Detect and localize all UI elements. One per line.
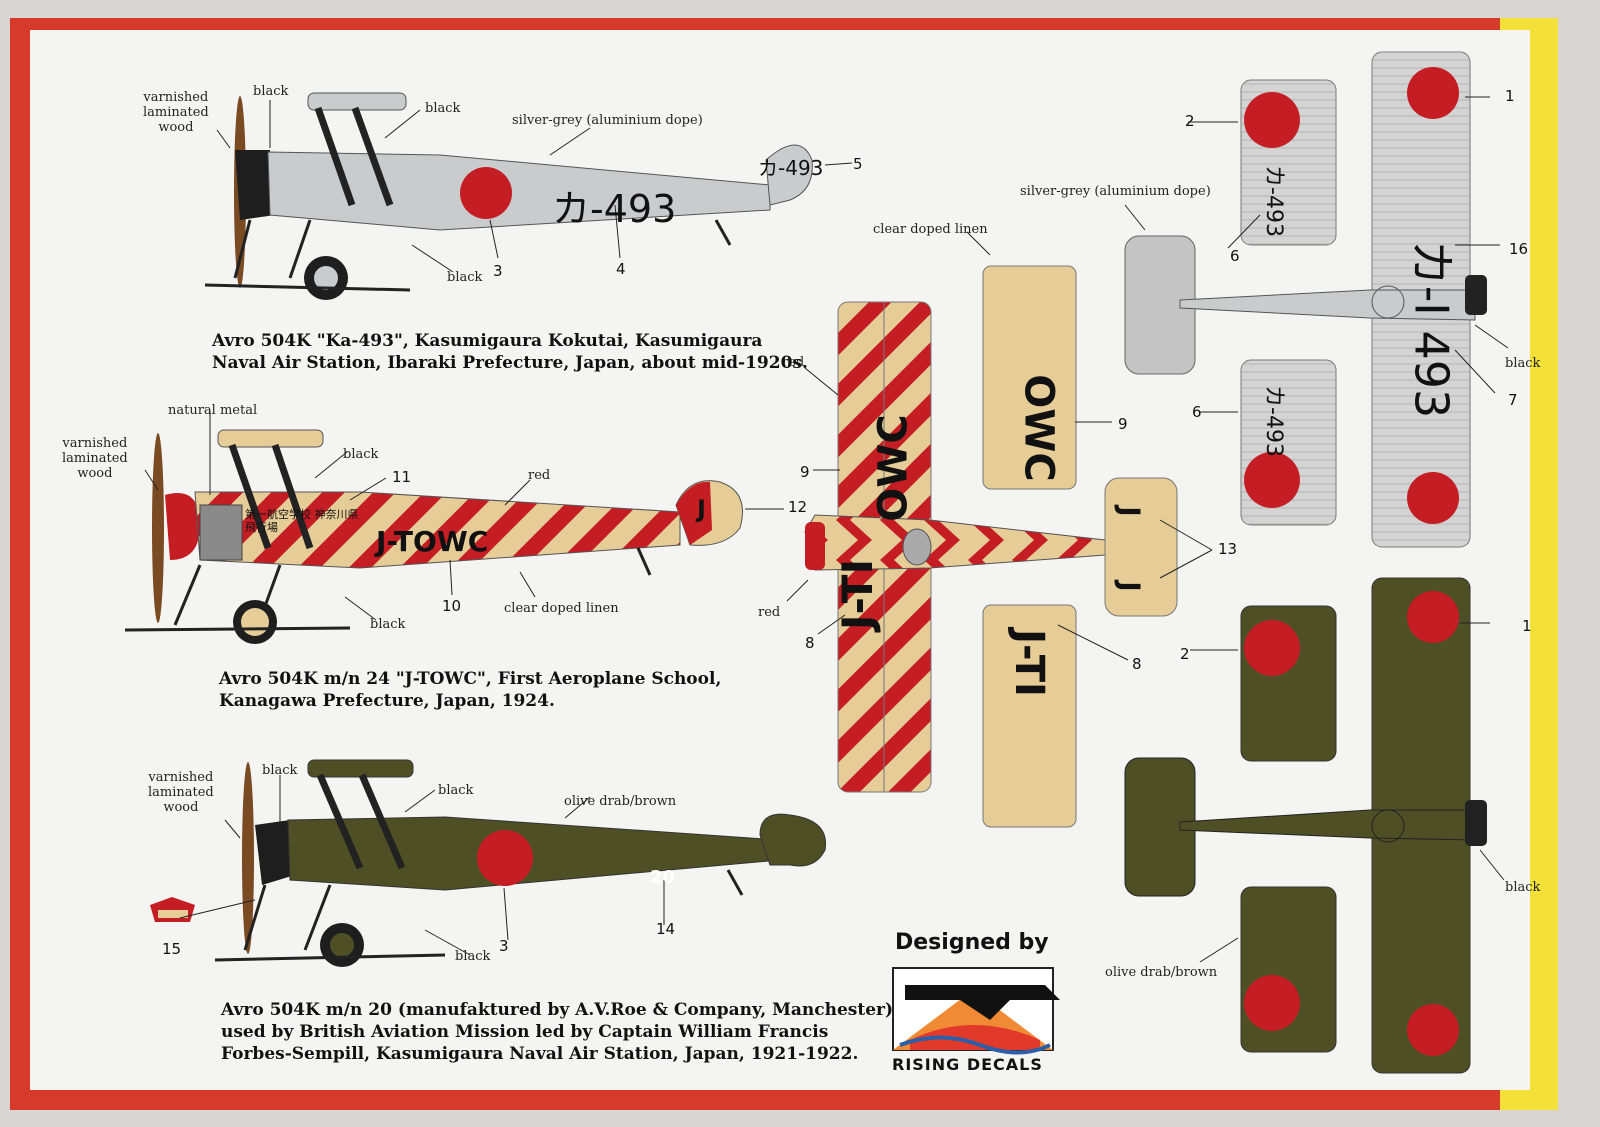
callout-6a: 6 — [1230, 247, 1240, 265]
label-black-3a: black — [262, 763, 298, 778]
callout-1a: 1 — [1505, 87, 1515, 105]
caption-aircraft2-line1: Avro 504K m/n 24 "J-TOWC", First Aeropla… — [219, 669, 722, 689]
label-black-2a: black — [343, 447, 379, 462]
aircraft2-wing-code-b-right: OWC — [1015, 374, 1062, 482]
label-black-1b: black — [425, 101, 461, 116]
label-black-3c: black — [455, 949, 491, 964]
aircraft2-tail-code-bottom: J — [1113, 581, 1147, 592]
callout-9b: 9 — [800, 463, 810, 481]
label-red-2b: red — [782, 355, 805, 370]
label-black-2b: black — [370, 617, 406, 632]
caption-aircraft1-line2: Naval Air Station, Ibaraki Prefecture, J… — [212, 353, 808, 373]
label-silver-1: silver-grey (aluminium dope) — [512, 113, 703, 128]
callout-12: 12 — [788, 498, 808, 516]
label-black-3d: black — [1505, 880, 1541, 895]
label-olive-3a: olive drab/brown — [564, 794, 677, 809]
aircraft2-school-text: 第一航空学校 神奈川県 飛行場 — [245, 508, 359, 534]
aircraft1-fuselage-code: カ-493 — [552, 187, 677, 231]
label-linen-2a: clear doped linen — [504, 601, 619, 616]
callout-3b: 3 — [499, 937, 509, 955]
rising-decals-text: RISING DECALS — [892, 1055, 1043, 1074]
callout-6b: 6 — [1192, 403, 1202, 421]
aircraft1-wing-code-big: カ-I 493 — [1404, 239, 1459, 419]
callout-13: 13 — [1218, 540, 1238, 558]
aircraft1-wing-code-bottom: カ-493 — [1260, 385, 1286, 457]
callout-14: 14 — [656, 920, 676, 938]
aircraft1-wing-code-top: カ-493 — [1260, 165, 1286, 237]
aircraft2-fuselage-code: J-TOWC — [376, 525, 489, 558]
callout-7: 7 — [1508, 391, 1518, 409]
aircraft2-wing-views — [804, 265, 1178, 828]
aircraft2-wing-code-b-top: OWC — [870, 414, 917, 522]
aircraft3-wing-views — [1124, 577, 1487, 1074]
label-wood-2: varnished laminated wood — [62, 436, 128, 481]
aircraft2-wing-code-a: J-TI — [833, 558, 883, 631]
aircraft2-tail-code-top: J — [1113, 506, 1147, 517]
label-wood-1: varnished laminated wood — [143, 90, 209, 135]
label-black-1d: black — [1505, 356, 1541, 371]
callout-10: 10 — [442, 597, 462, 615]
label-red-2a: red — [528, 468, 551, 483]
caption-aircraft2-line2: Kanagawa Prefecture, Japan, 1924. — [219, 691, 555, 711]
callout-2b: 2 — [1180, 645, 1190, 663]
aircraft2-side-view — [124, 429, 743, 644]
designed-by-text: Designed by — [895, 930, 1049, 955]
label-silver-2: silver-grey (aluminium dope) — [1020, 184, 1211, 199]
label-black-1a: black — [253, 84, 289, 99]
callout-8a: 8 — [805, 634, 815, 652]
callout-4: 4 — [616, 260, 626, 278]
aircraft1-rudder-code: カ-493 — [758, 156, 824, 180]
caption-aircraft3-line2: used by British Aviation Mission led by … — [221, 1022, 829, 1042]
aircraft1-wing-views — [1124, 51, 1487, 548]
label-wood-3: varnished laminated wood — [148, 770, 214, 815]
callout-1b: 1 — [1522, 617, 1532, 635]
callout-16: 16 — [1509, 240, 1529, 258]
aircraft3-fuselage-number: 20 — [650, 867, 676, 888]
callout-5: 5 — [853, 155, 863, 173]
rising-decals-logo — [892, 967, 1060, 1055]
callout-15: 15 — [162, 940, 182, 958]
label-olive-3b: olive drab/brown — [1105, 965, 1218, 980]
callout-2a: 2 — [1185, 112, 1195, 130]
caption-aircraft3-line1: Avro 504K m/n 20 (manufaktured by A.V.Ro… — [221, 1000, 894, 1020]
aircraft2-wing-code-a-right: J-TI — [1005, 629, 1052, 697]
callout-11: 11 — [392, 468, 412, 486]
label-natural-metal: natural metal — [168, 403, 258, 418]
aircraft2-rudder-code: J — [697, 495, 706, 523]
label-linen-2b: clear doped linen — [873, 222, 988, 237]
leader-lines — [144, 96, 1509, 963]
aircraft1-side-view — [204, 92, 813, 300]
caption-aircraft3-line3: Forbes-Sempill, Kasumigaura Naval Air St… — [221, 1044, 859, 1064]
label-black-1c: black — [447, 270, 483, 285]
callout-9a: 9 — [1118, 415, 1128, 433]
aircraft3-side-view — [150, 759, 827, 967]
callout-8b: 8 — [1132, 655, 1142, 673]
caption-aircraft1-line1: Avro 504K "Ka-493", Kasumigaura Kokutai,… — [212, 331, 763, 351]
callout-3a: 3 — [493, 262, 503, 280]
label-red-2c: red — [758, 605, 781, 620]
label-black-3b: black — [438, 783, 474, 798]
